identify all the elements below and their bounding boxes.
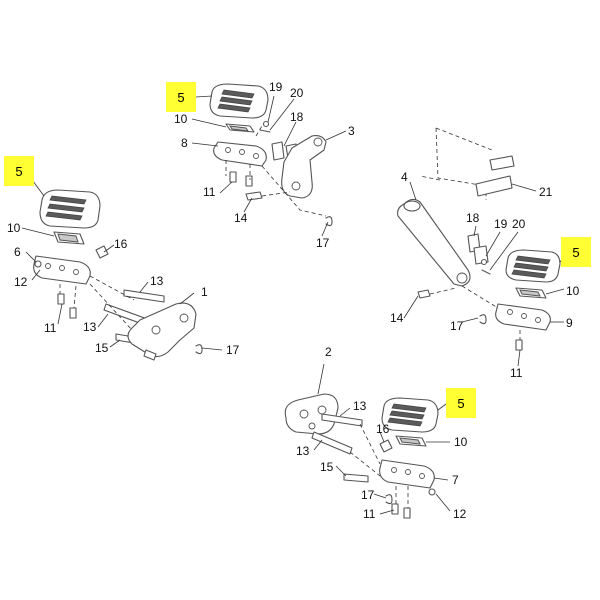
- callout-5-bottom: 5: [446, 388, 476, 418]
- callout-10-right: 10: [566, 284, 580, 298]
- callout-12-bottom: 12: [453, 507, 467, 521]
- callout-15-left: 15: [95, 341, 109, 355]
- callout-5-right: 5: [561, 237, 591, 267]
- bottom-footpeg-rubber: [381, 397, 439, 433]
- right-rubber-support-plate: [515, 287, 547, 299]
- left-footpeg-plate: [33, 255, 91, 285]
- callout-4-right: 4: [401, 170, 408, 184]
- bottom-mounting-bracket: [284, 393, 339, 435]
- bottom-screw-b: [403, 507, 411, 519]
- callout-18-top: 18: [290, 110, 304, 124]
- left-bolt-upper: [123, 289, 165, 303]
- callout-1-left: 1: [201, 285, 208, 299]
- right-screw: [515, 339, 523, 351]
- top-detent-ball: [262, 120, 270, 128]
- callout-5-left: 5: [4, 156, 34, 186]
- bottom-footrest-assembly: [284, 363, 451, 519]
- right-clip: [479, 314, 487, 325]
- callout-label: 5: [457, 395, 465, 411]
- callout-11-bottom: 11: [363, 507, 376, 521]
- callout-20-right: 20: [512, 217, 526, 231]
- callout-label: 5: [177, 89, 185, 105]
- right-footpeg-plate: [495, 303, 551, 331]
- callout-11-top: 11: [203, 185, 216, 199]
- callout-13-bottom-lower: 13: [296, 444, 310, 458]
- right-footpeg-rubber: [505, 249, 561, 283]
- left-spring-clip: [95, 245, 109, 259]
- callout-17-left: 17: [226, 343, 240, 357]
- bottom-spring-clip: [379, 439, 393, 453]
- callout-10-left: 10: [7, 221, 21, 235]
- top-bracket-left: [271, 141, 285, 161]
- callout-5-top: 5: [166, 82, 196, 112]
- callout-10-bottom: 10: [454, 435, 468, 449]
- callout-17-right: 17: [450, 319, 464, 333]
- callout-7-bottom: 7: [452, 473, 459, 487]
- bottom-footpeg-plate: [379, 459, 435, 489]
- callout-11-left: 11: [44, 321, 57, 335]
- bottom-pin: [343, 473, 369, 483]
- callout-15-bottom: 15: [320, 460, 334, 474]
- right-threaded-rod: [475, 155, 515, 197]
- top-screw-a: [229, 171, 237, 183]
- left-mounting-bracket: [127, 302, 197, 361]
- top-detent-spring: [259, 129, 271, 133]
- callout-2-bottom: 2: [325, 345, 332, 359]
- callout-16-bottom: 16: [376, 422, 390, 436]
- left-footrest-assembly: [21, 176, 223, 361]
- top-pivot-pin: [245, 191, 263, 201]
- right-gear-lever-assembly: [397, 127, 569, 367]
- callout-17-top: 17: [316, 236, 330, 250]
- callout-3-top: 3: [348, 124, 355, 138]
- right-detent-spring: [481, 269, 491, 275]
- bottom-bolt-lower: [311, 431, 353, 455]
- top-footrest-assembly: [191, 83, 347, 237]
- callout-6-left: 6: [14, 245, 21, 259]
- callout-11-right: 11: [510, 366, 523, 380]
- bottom-rubber-support-plate: [395, 435, 427, 447]
- top-footpeg-plate: [213, 141, 267, 167]
- callout-13-left-upper: 13: [150, 274, 164, 288]
- bottom-clip: [385, 494, 393, 505]
- bottom-screw-a: [391, 503, 399, 515]
- bottom-bolt-upper: [321, 413, 363, 427]
- right-pivot-pin: [417, 289, 431, 299]
- callout-14-top: 14: [234, 211, 248, 225]
- callout-10-top: 10: [174, 112, 188, 126]
- right-detent-ball: [480, 258, 488, 266]
- callout-16-left: 16: [114, 237, 128, 251]
- callout-label: 5: [15, 163, 23, 179]
- callout-18-right: 18: [466, 211, 480, 225]
- callout-21-right: 21: [539, 185, 553, 199]
- left-footpeg-rubber: [39, 189, 101, 229]
- callout-9-right: 9: [566, 316, 573, 330]
- callout-label: 5: [572, 244, 580, 260]
- left-rubber-support-plate: [53, 231, 85, 245]
- callout-13-left-lower: 13: [83, 320, 97, 334]
- top-rubber-support-plate: [225, 123, 255, 133]
- callout-17-bottom: 17: [361, 488, 375, 502]
- callout-20-top: 20: [290, 86, 304, 100]
- top-lever-bracket: [281, 135, 327, 199]
- top-screw-b: [245, 175, 253, 187]
- callout-14-right: 14: [390, 311, 404, 325]
- bottom-nut: [428, 488, 436, 496]
- callout-19-top: 19: [269, 80, 283, 94]
- callout-8-top: 8: [181, 136, 188, 150]
- left-nut: [34, 260, 42, 268]
- right-gear-lever: [397, 198, 471, 287]
- left-screw-b: [69, 307, 77, 319]
- top-footpeg-rubber: [209, 83, 269, 119]
- left-screw-a: [57, 293, 65, 305]
- callout-12-left: 12: [14, 275, 28, 289]
- callout-13-bottom-upper: 13: [353, 399, 367, 413]
- left-clip: [195, 344, 203, 355]
- callout-19-right: 19: [494, 217, 508, 231]
